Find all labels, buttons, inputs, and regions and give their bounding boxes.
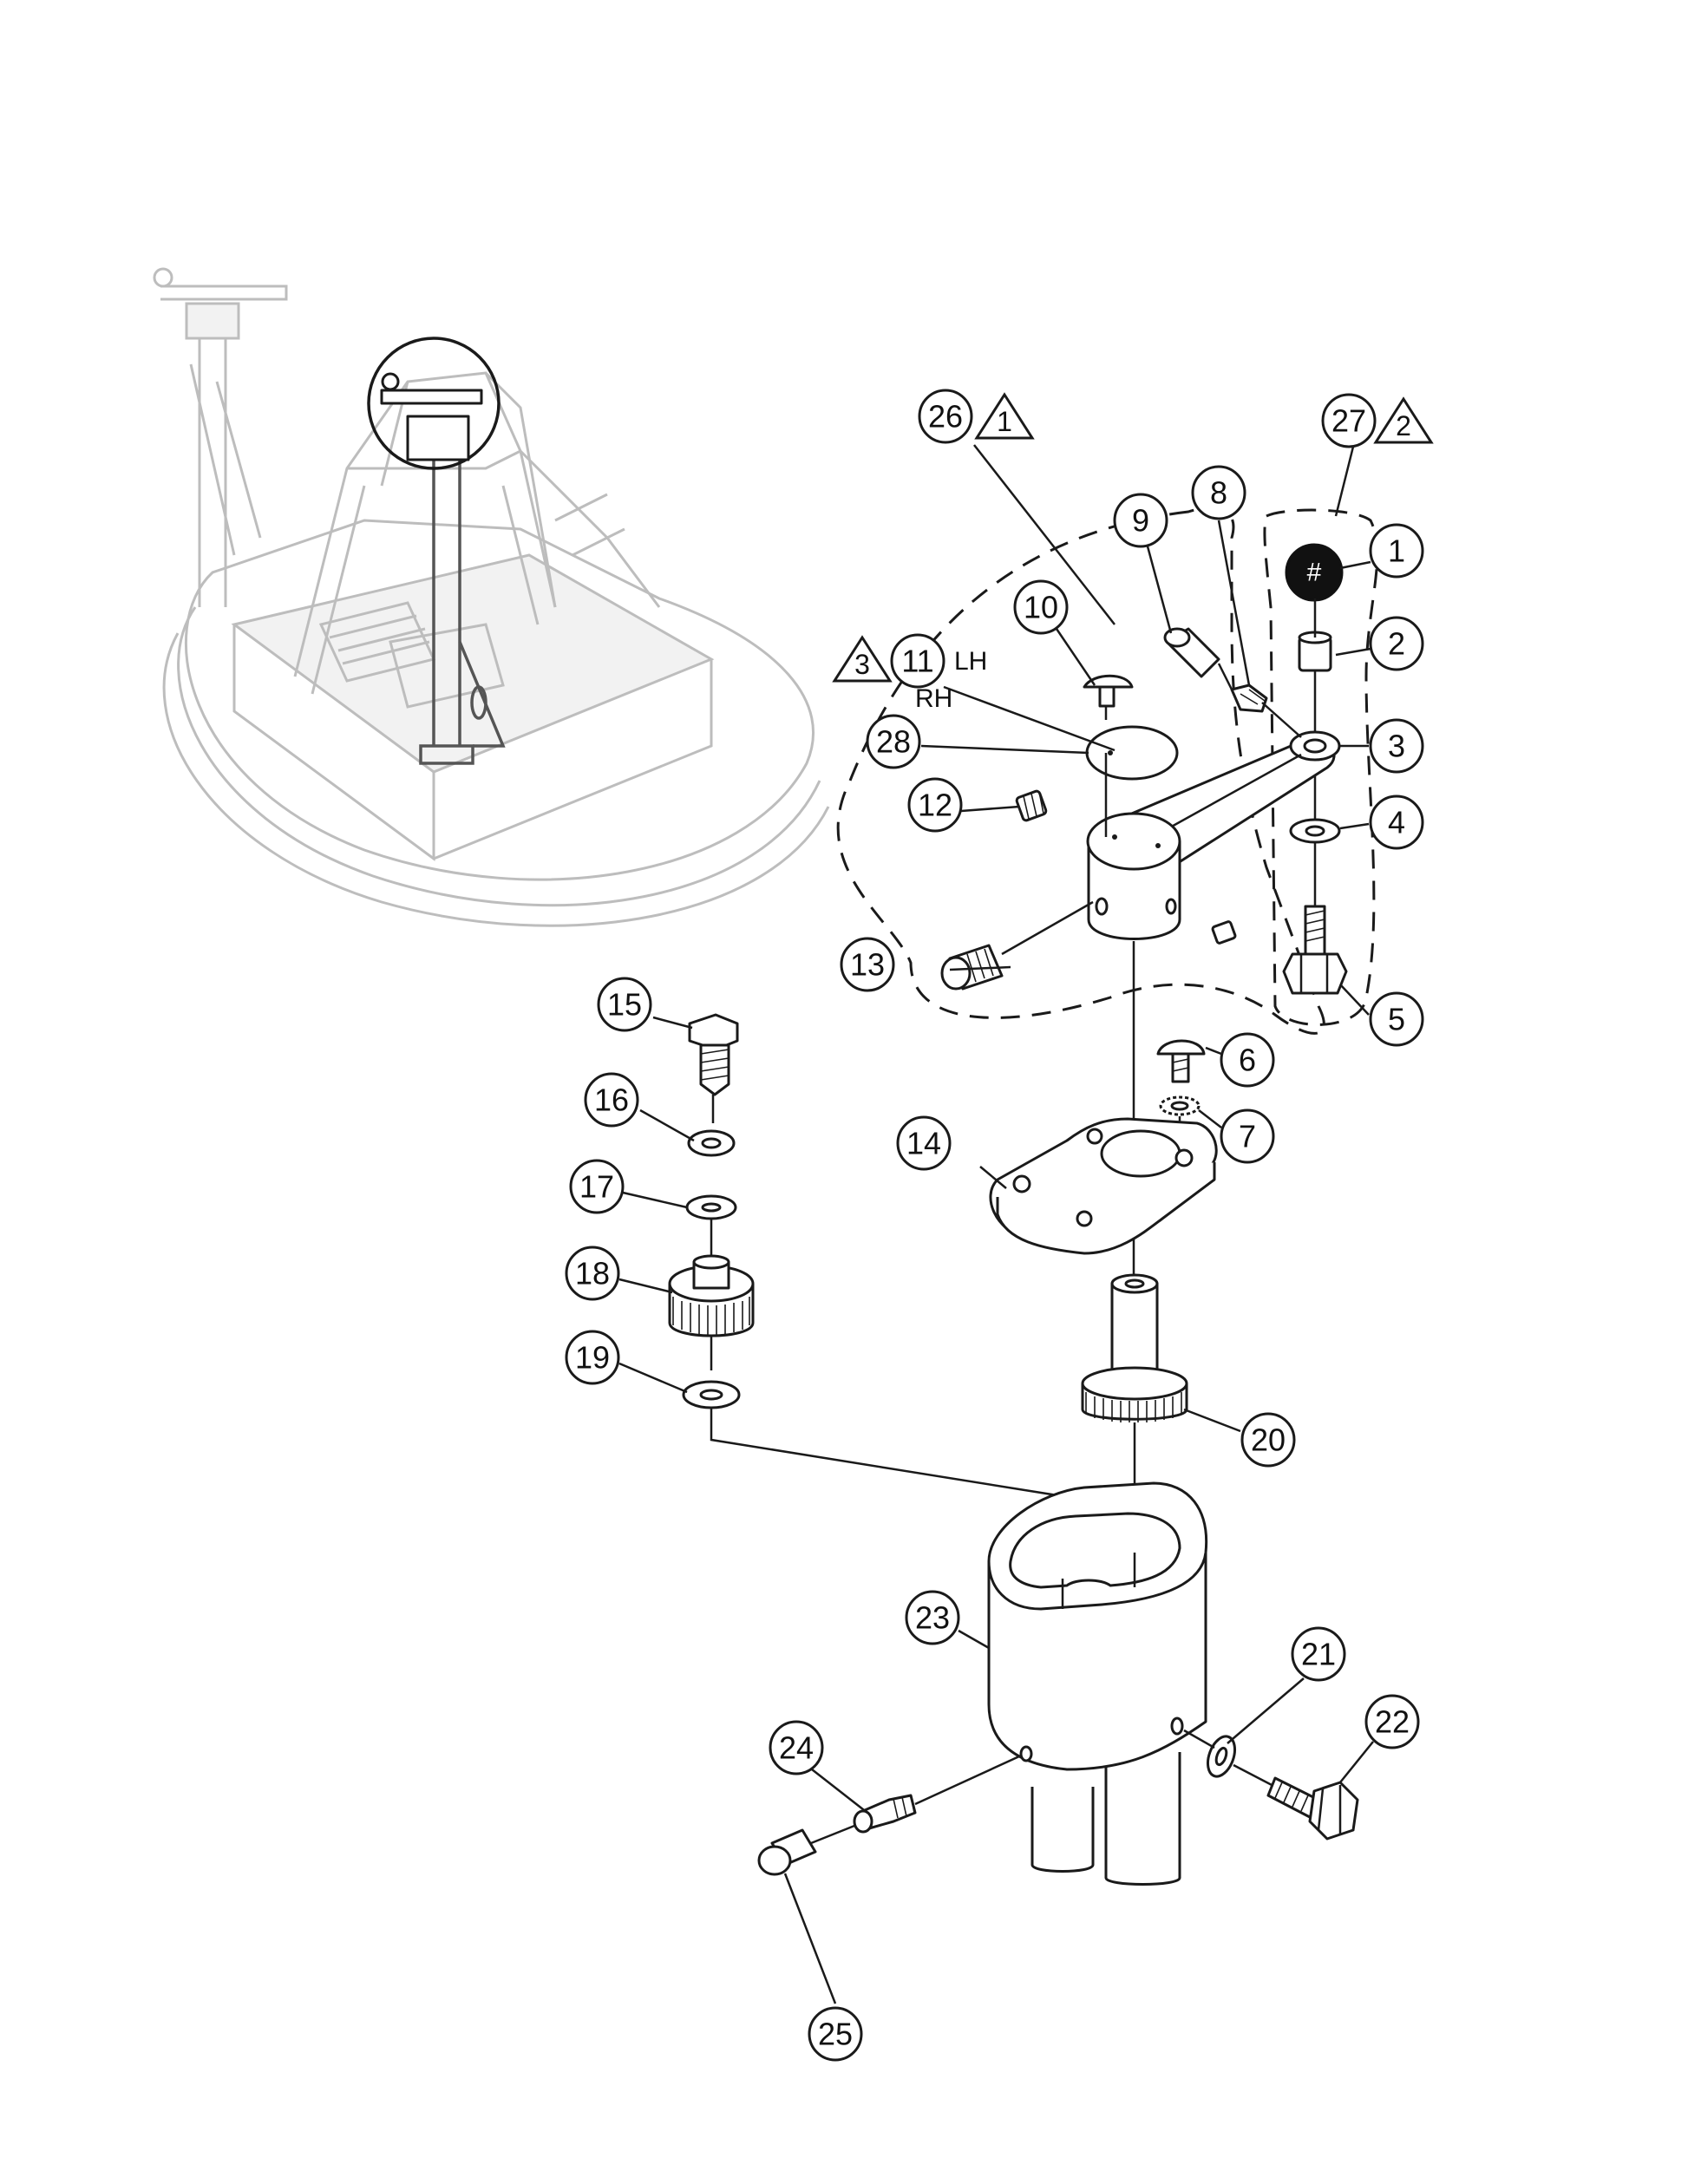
side-label-rh: RH (915, 684, 952, 713)
part-fitting-8 (1230, 683, 1302, 738)
callout-11-label: 11 (901, 644, 933, 679)
callout-16: 16 (584, 1072, 639, 1128)
callout-24: 24 (769, 1720, 824, 1775)
part-washer-17 (685, 1194, 737, 1220)
part-spacer (1298, 631, 1332, 672)
note-1-label: 1 (997, 406, 1012, 437)
note-2-label: 2 (1396, 410, 1411, 441)
callout-22-label: 22 (1375, 1704, 1410, 1740)
assembly-26-boundary (836, 506, 1325, 1035)
note-triangle-3: 3 (832, 635, 893, 683)
part-cap-25 (757, 1828, 817, 1876)
callout-28-label: 28 (876, 724, 911, 760)
callout-22: 22 (1364, 1694, 1420, 1749)
callout-24-label: 24 (779, 1730, 814, 1766)
part-screw-6 (1156, 1039, 1206, 1083)
callout-1-label: 1 (1388, 533, 1405, 569)
callout-14: 14 (896, 1115, 952, 1171)
callout-4: 4 (1369, 794, 1424, 850)
part-bolt-5 (1282, 905, 1348, 995)
callout-3-label: 3 (1388, 729, 1405, 764)
callout-12-label: 12 (918, 788, 952, 823)
callout-18: 18 (565, 1246, 620, 1301)
callout-9-label: 9 (1132, 503, 1149, 539)
callout-11: 11 (890, 633, 945, 689)
part-housing-23 (987, 1481, 1208, 1886)
machine-overview-inset (153, 267, 830, 927)
part-washer-19 (682, 1380, 741, 1409)
callout-21-label: 21 (1301, 1637, 1336, 1672)
callout-7-label: 7 (1239, 1119, 1256, 1154)
callout-1: 1 (1369, 523, 1424, 579)
callout-10: 10 (1013, 579, 1069, 635)
callout-8: 8 (1191, 465, 1246, 520)
part-lockwasher-7 (1159, 1095, 1201, 1116)
callout-25-label: 25 (818, 2017, 853, 2052)
callout-19-label: 19 (575, 1340, 610, 1376)
callout-6: 6 (1220, 1032, 1275, 1088)
callout-21: 21 (1291, 1626, 1346, 1682)
callout-25: 25 (808, 2006, 863, 2062)
part-knob: # (1285, 543, 1344, 602)
callout-26: 26 (918, 389, 973, 444)
callout-7: 7 (1220, 1108, 1275, 1164)
side-label-lh: LH (954, 647, 987, 676)
callout-3: 3 (1369, 718, 1424, 774)
note-triangle-2: 2 (1373, 396, 1434, 444)
callout-6-label: 6 (1239, 1043, 1256, 1078)
part-cap-9 (1163, 627, 1233, 690)
part-screw-10 (1083, 674, 1134, 708)
callout-2-label: 2 (1388, 626, 1405, 662)
part-lever-arm (1086, 730, 1341, 940)
callout-23-label: 23 (915, 1600, 950, 1636)
callout-17: 17 (569, 1159, 625, 1214)
part-plate-14 (989, 1117, 1218, 1255)
callout-9: 9 (1113, 493, 1168, 548)
part-setscrew-12 (1015, 789, 1048, 822)
callout-20-label: 20 (1251, 1422, 1286, 1458)
callout-5-label: 5 (1388, 1002, 1405, 1037)
callout-10-label: 10 (1024, 590, 1058, 625)
callout-27: 27 (1321, 393, 1377, 448)
callout-4-label: 4 (1388, 805, 1405, 840)
callout-12: 12 (907, 777, 963, 833)
callout-13-label: 13 (850, 947, 885, 983)
callout-8-label: 8 (1210, 475, 1227, 511)
knob-symbol: # (1307, 559, 1322, 587)
callout-19: 19 (565, 1330, 620, 1385)
callout-26-label: 26 (928, 399, 963, 435)
callout-5: 5 (1369, 991, 1424, 1047)
part-lockwasher-16 (687, 1129, 736, 1157)
callout-13: 13 (840, 937, 895, 992)
part-disc-11-28 (1085, 725, 1179, 781)
part-bolt-22 (1266, 1776, 1359, 1841)
callout-15-label: 15 (607, 987, 642, 1023)
callout-20: 20 (1240, 1412, 1296, 1468)
part-plug-13 (940, 944, 1004, 991)
note-triangle-1: 1 (974, 392, 1035, 440)
note-3-label: 3 (854, 649, 870, 680)
assembly-27-boundary (1263, 508, 1379, 1026)
part-gear-18 (668, 1254, 755, 1337)
callout-16-label: 16 (594, 1082, 629, 1118)
part-lockwasher-21 (1206, 1735, 1237, 1778)
detail-zoom-circle (367, 337, 501, 470)
callout-23: 23 (905, 1590, 960, 1645)
part-washer-4 (1289, 818, 1341, 844)
callout-27-label: 27 (1331, 403, 1366, 439)
callout-18-label: 18 (575, 1256, 610, 1291)
callout-17-label: 17 (579, 1169, 614, 1205)
callout-2: 2 (1369, 616, 1424, 671)
part-shaft-gear-20 (1081, 1273, 1188, 1422)
callout-28: 28 (866, 714, 921, 769)
part-setscrew-hub (1211, 920, 1237, 945)
part-bolt-15 (688, 1013, 739, 1096)
callout-14-label: 14 (906, 1126, 941, 1161)
part-fitting-24 (853, 1794, 917, 1834)
callout-15: 15 (597, 977, 652, 1032)
